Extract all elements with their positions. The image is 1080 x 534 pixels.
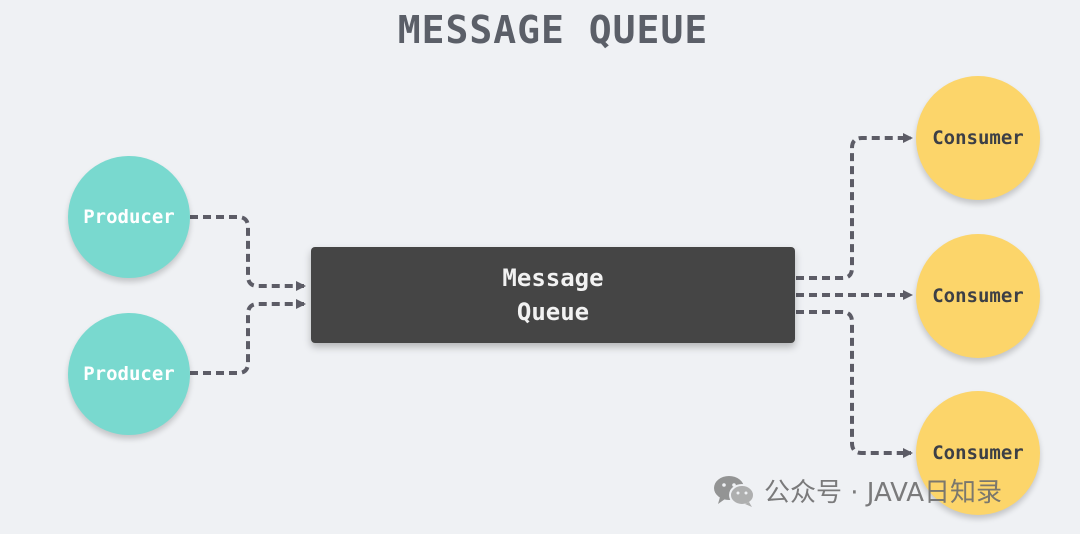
diagram-title: MESSAGE QUEUE xyxy=(397,8,709,52)
connector-queue-to-consumer-1 xyxy=(796,133,913,280)
producer-node-2-label: Producer xyxy=(83,363,175,385)
producer-node-2: Producer xyxy=(68,313,190,435)
consumer-node-2: Consumer xyxy=(916,234,1040,358)
producer-node-1: Producer xyxy=(68,156,190,278)
queue-label-line-2: Queue xyxy=(516,298,590,326)
watermark-text: 公众号 · JAVA日知录 xyxy=(764,478,1003,508)
consumer-node-3-label: Consumer xyxy=(932,442,1024,464)
consumer-node-1-label: Consumer xyxy=(932,127,1024,149)
connector-queue-to-consumer-3 xyxy=(796,310,913,458)
consumer-node-2-label: Consumer xyxy=(932,285,1024,307)
consumer-node-1: Consumer xyxy=(916,76,1040,200)
consumer-node-3: Consumer xyxy=(916,391,1040,515)
queue-label-line-1: Message xyxy=(502,264,604,292)
watermark: 公众号 · JAVA日知录 xyxy=(712,472,1002,509)
wechat-icon xyxy=(714,475,755,507)
connector-producer-2-to-queue xyxy=(190,299,306,375)
message-queue-box: Message Queue xyxy=(311,247,795,343)
producer-node-1-label: Producer xyxy=(83,206,175,228)
connector-producer-1-to-queue xyxy=(190,215,306,291)
